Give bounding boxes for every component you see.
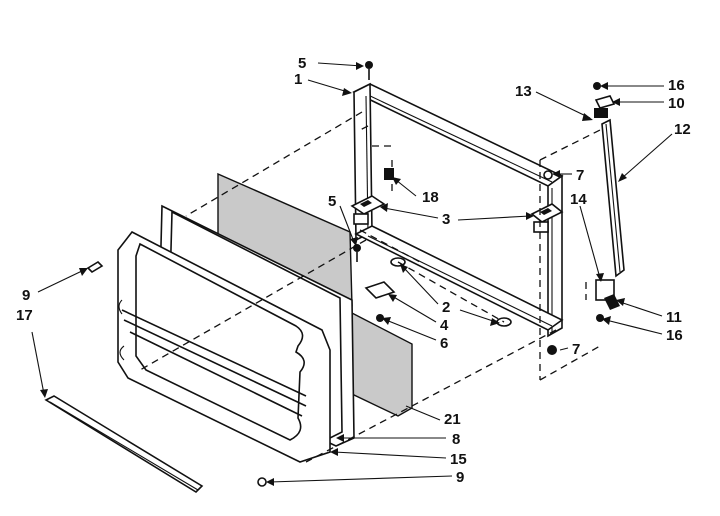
callout-4: 4 bbox=[440, 317, 449, 334]
door-strip bbox=[44, 395, 204, 494]
callout-18: 18 bbox=[422, 189, 439, 206]
callout-14: 14 bbox=[570, 191, 587, 208]
callout-3: 3 bbox=[442, 211, 450, 228]
callout-7-bottom: 7 bbox=[572, 341, 580, 358]
callout-17: 17 bbox=[16, 307, 33, 324]
callout-7-top: 7 bbox=[576, 167, 584, 184]
callout-6: 6 bbox=[440, 335, 448, 352]
callout-2: 2 bbox=[442, 299, 450, 316]
handle-bar bbox=[594, 108, 625, 278]
callout-8: 8 bbox=[452, 431, 460, 448]
hinge-bracket-right bbox=[530, 203, 564, 233]
alignment-lines bbox=[139, 111, 601, 463]
callout-13: 13 bbox=[515, 83, 532, 100]
callout-5-top: 5 bbox=[298, 55, 306, 72]
callout-9-bottom: 9 bbox=[456, 469, 464, 486]
door-liner bbox=[117, 230, 331, 463]
callout-15: 15 bbox=[450, 451, 467, 468]
callout-9-left: 9 bbox=[22, 287, 30, 304]
callout-5-lower: 5 bbox=[328, 193, 336, 210]
callout-11: 11 bbox=[666, 309, 682, 326]
callout-10: 10 bbox=[668, 95, 685, 112]
callout-1: 1 bbox=[294, 71, 302, 88]
callout-21: 21 bbox=[444, 411, 461, 428]
callout-12: 12 bbox=[674, 121, 691, 138]
handle-mount bbox=[595, 279, 620, 310]
hinge-bracket-left bbox=[350, 195, 386, 225]
callout-16-bottom: 16 bbox=[666, 327, 683, 344]
hardware bbox=[86, 61, 616, 487]
callout-16-top: 16 bbox=[668, 77, 685, 94]
leader-lines bbox=[31, 62, 673, 486]
